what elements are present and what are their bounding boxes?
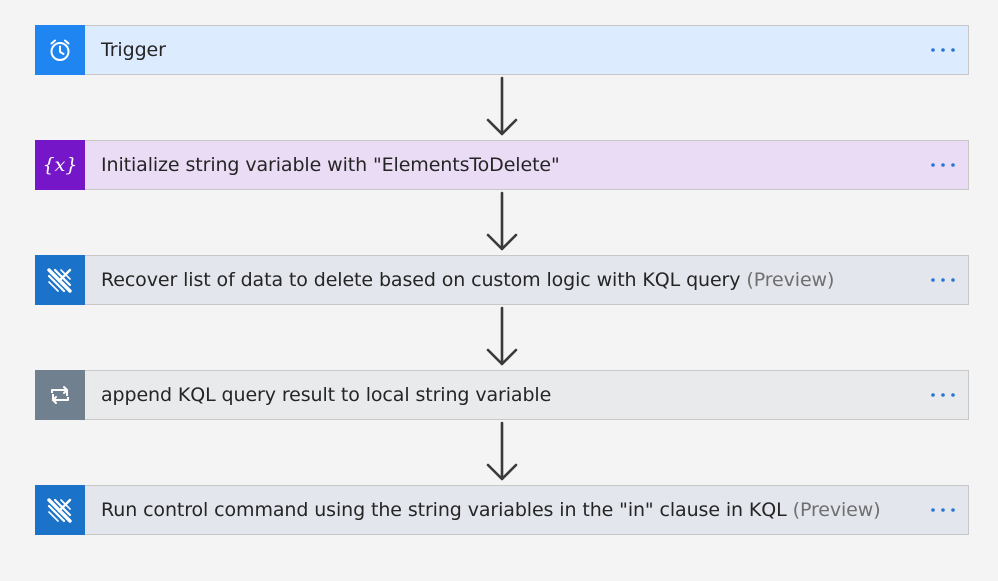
more-options-icon[interactable] [930, 500, 956, 520]
more-options-icon[interactable] [930, 40, 956, 60]
preview-tag: (Preview) [792, 499, 881, 521]
step-title: Initialize string variable with "Element… [101, 154, 560, 176]
step-title: Recover list of data to delete based on … [101, 269, 835, 291]
step-icon-tile: {x} [35, 140, 85, 190]
svg-text:{x}: {x} [43, 154, 78, 176]
step-title: Trigger [101, 39, 166, 61]
step-icon-tile [35, 370, 85, 420]
more-options-icon[interactable] [930, 270, 956, 290]
preview-tag: (Preview) [746, 269, 835, 291]
step-trigger[interactable]: Trigger [35, 25, 969, 75]
step-icon-tile [35, 255, 85, 305]
step-title: append KQL query result to local string … [101, 384, 552, 406]
variable-icon: {x} [43, 154, 78, 176]
step-control-command[interactable]: Run control command using the string var… [35, 485, 969, 535]
connector-arrow [486, 76, 518, 136]
azure-data-explorer-icon [47, 268, 72, 293]
more-options-icon[interactable] [930, 155, 956, 175]
alarm-clock-icon [50, 39, 70, 61]
connector-arrow [486, 421, 518, 481]
step-icon-tile [35, 485, 85, 535]
step-icon-tile [35, 25, 85, 75]
step-kql-query[interactable]: Recover list of data to delete based on … [35, 255, 969, 305]
more-options-icon[interactable] [930, 385, 956, 405]
step-initialize-variable[interactable]: {x} Initialize string variable with "Ele… [35, 140, 969, 190]
loop-icon [51, 386, 69, 404]
step-apply-to-each[interactable]: append KQL query result to local string … [35, 370, 969, 420]
connector-arrow [486, 191, 518, 251]
step-title: Run control command using the string var… [101, 499, 881, 521]
azure-data-explorer-icon [47, 498, 72, 523]
connector-arrow [486, 306, 518, 366]
